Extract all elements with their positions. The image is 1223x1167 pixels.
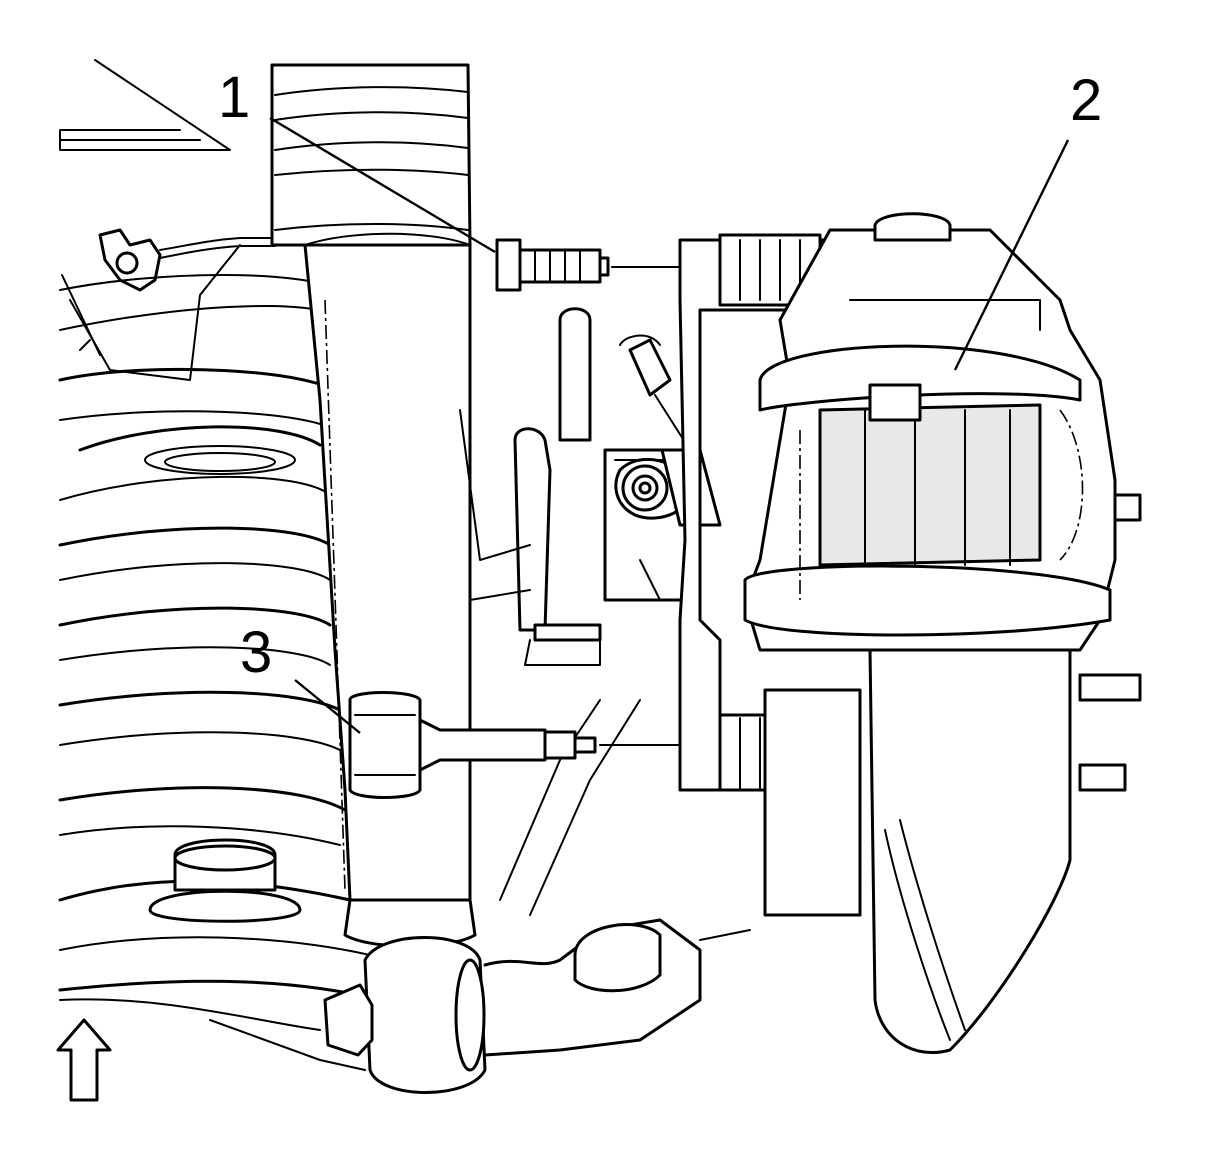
caliper-bracket (678, 233, 862, 917)
brake-caliper (743, 212, 1117, 652)
upper-caliper-bolt (495, 238, 679, 292)
lower-caliper-bolt (348, 691, 679, 799)
steering-knuckle (459, 307, 722, 666)
spring-seat-bump-stop (148, 838, 302, 923)
callout-2: 2 (1070, 68, 1102, 133)
leader-line-2 (953, 139, 1070, 371)
lower-control-arm (59, 699, 751, 1094)
callout-leaders (269, 116, 1070, 734)
upper-bracket (59, 59, 276, 381)
callout-3: 3 (240, 620, 272, 685)
shock-absorber (270, 63, 477, 948)
leader-line-1 (269, 116, 496, 254)
up-arrow-icon (56, 1018, 112, 1102)
callout-1: 1 (218, 65, 250, 130)
coil-spring (58, 274, 382, 1002)
leader-line-3 (294, 679, 361, 734)
